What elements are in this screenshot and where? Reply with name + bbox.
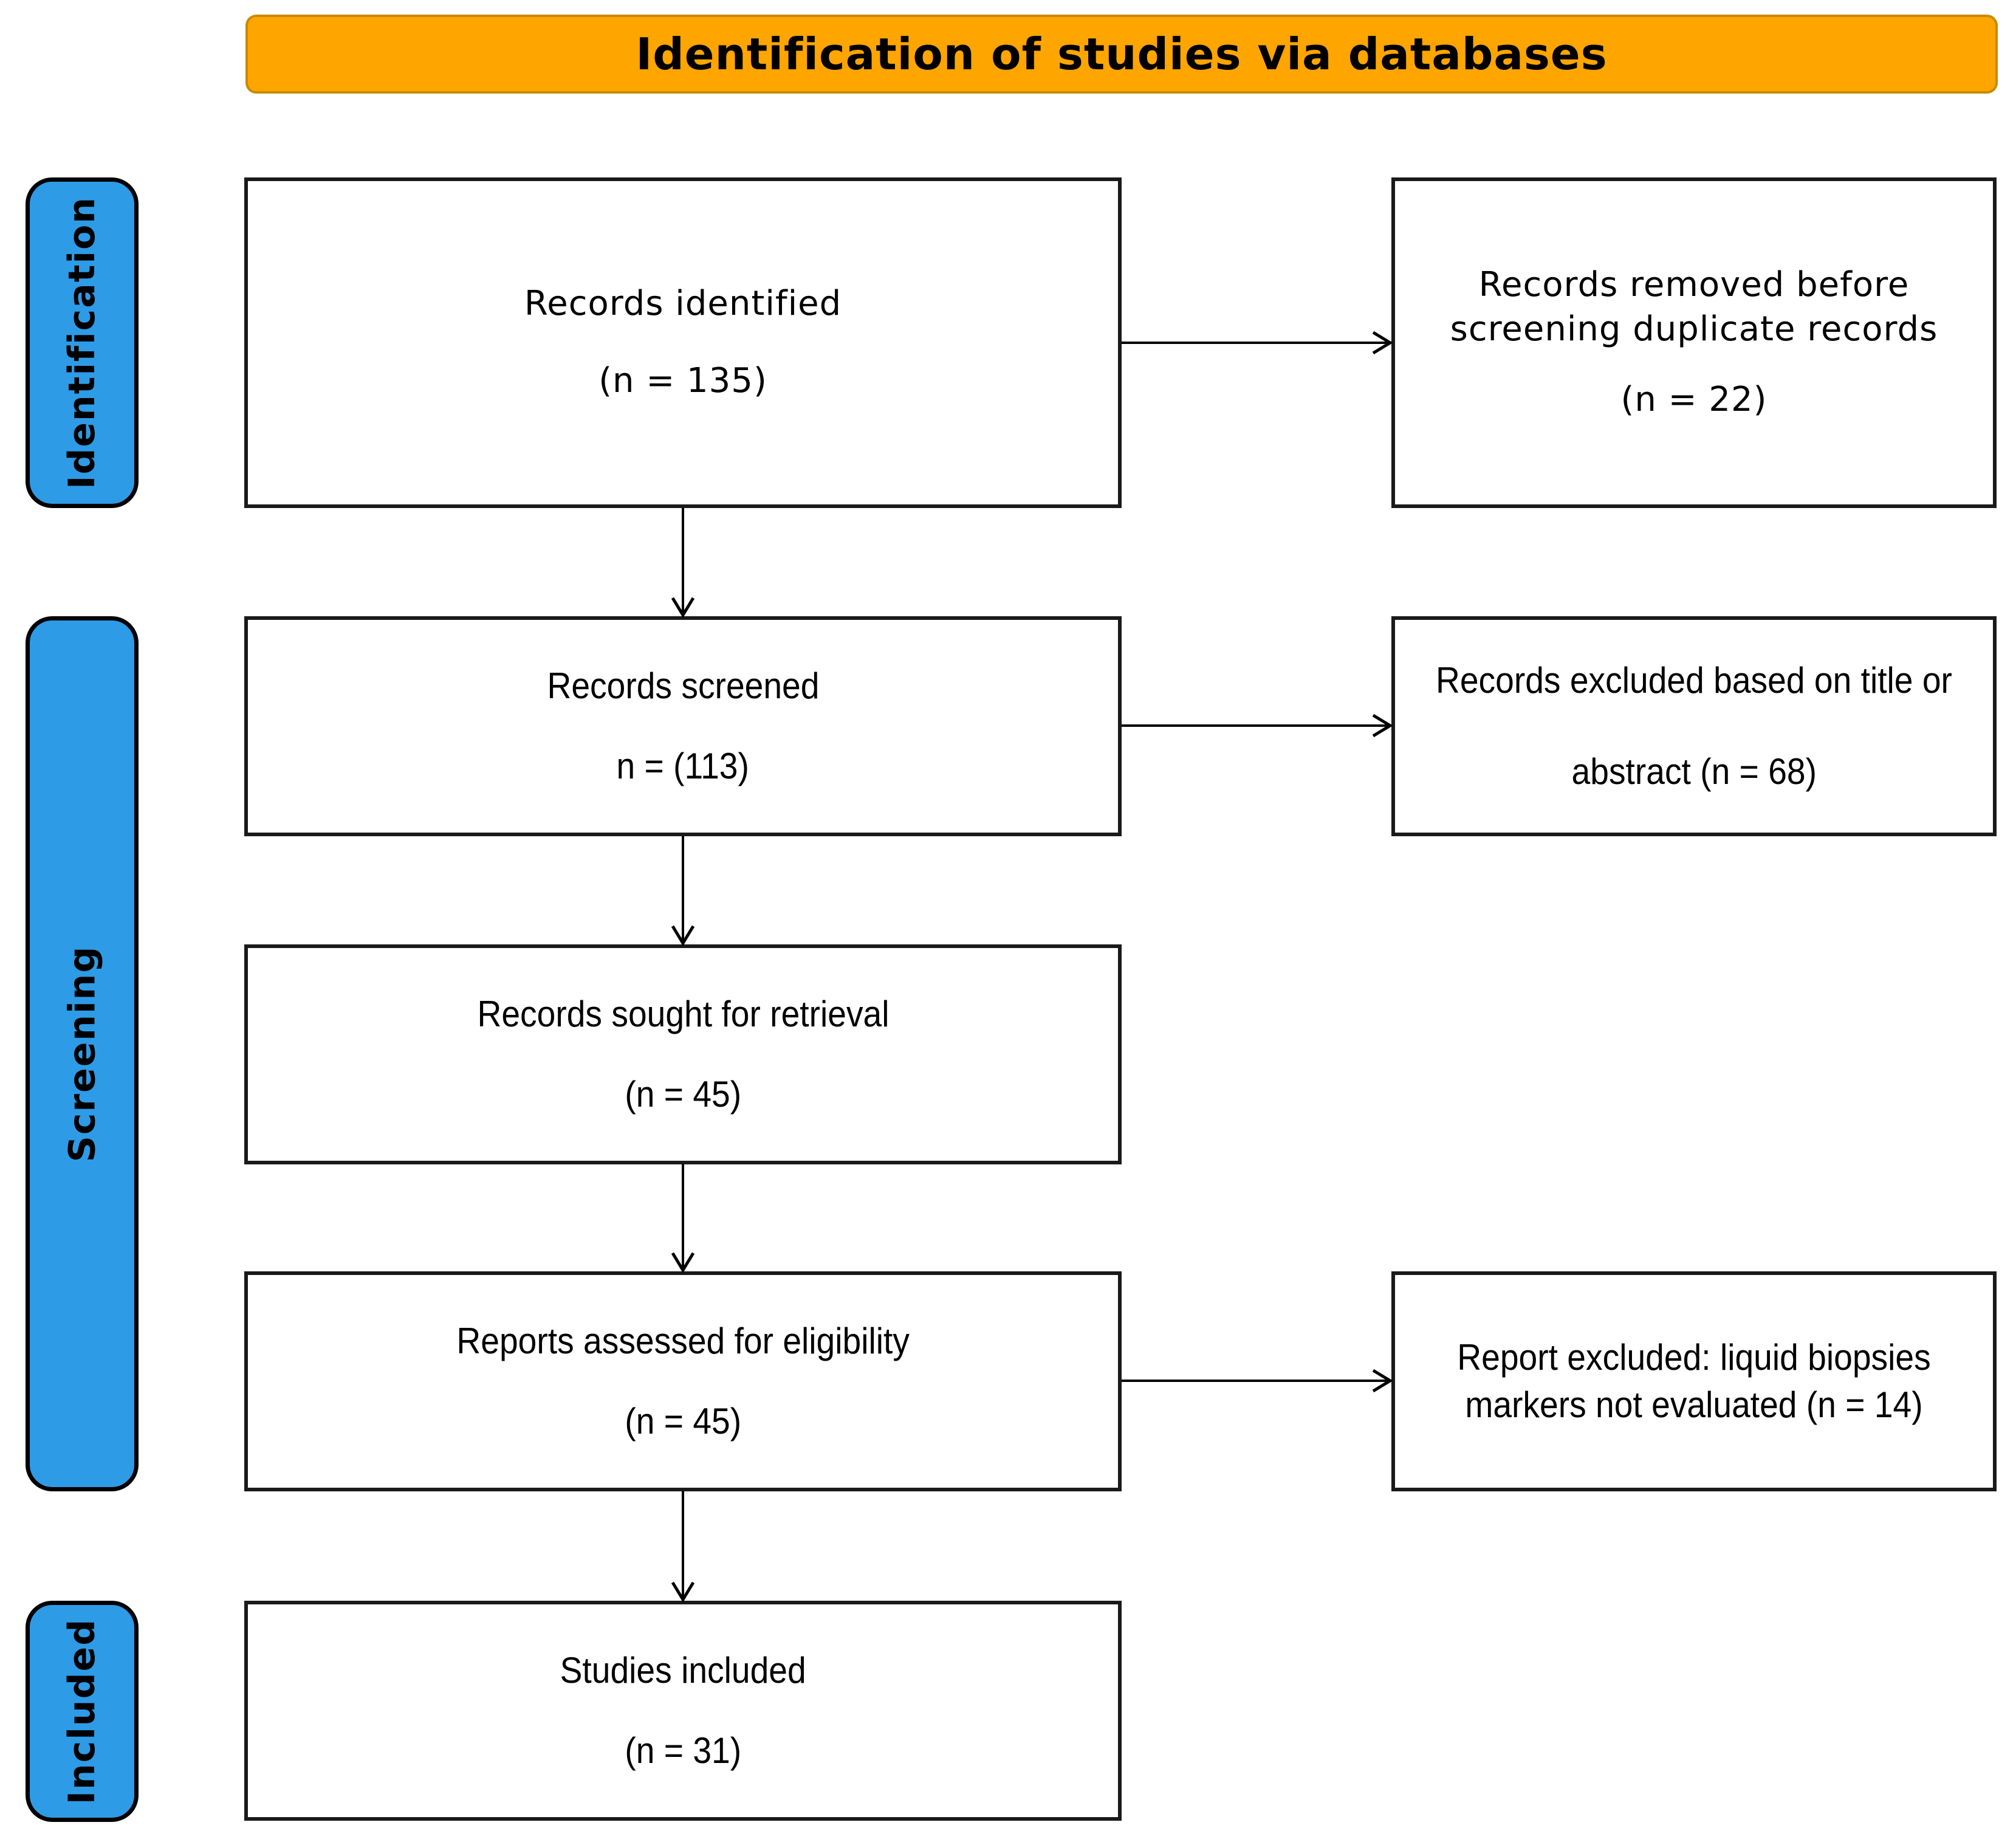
box-title: Records identified [524,284,842,324]
box-title: Studies included [560,1650,806,1691]
box-reports-assessed: Reports assessed for eligibility (n = 45… [244,1271,1122,1491]
box-count: (n = 45) [625,1074,741,1115]
phase-label-included: Included [61,1618,104,1805]
box-title: Reports assessed for eligibility [456,1321,910,1361]
box-records-removed: Records removed before screening duplica… [1391,177,1997,508]
arrow-assessed-to-excluded [1122,1369,1393,1393]
box-count: (n = 22) [1620,380,1767,420]
box-records-sought: Records sought for retrieval (n = 45) [244,944,1122,1164]
phase-screening: Screening [26,616,139,1491]
arrow-screened-to-excluded [1122,713,1393,738]
header-banner: Identification of studies via databases [245,15,1998,94]
box-count: (n = 135) [598,361,767,400]
box-count: n = (113) [616,746,750,786]
arrow-identified-to-screened [671,508,695,618]
phase-included: Included [26,1601,139,1822]
phase-identification: Identification [26,177,139,508]
box-records-identified: Records identified (n = 135) [244,177,1122,508]
box-studies-included: Studies included (n = 31) [244,1601,1122,1821]
box-report-excluded: Report excluded: liquid biopsies markers… [1391,1271,1997,1491]
box-records-excluded: Records excluded based on title or abstr… [1391,616,1997,836]
arrow-sought-to-assessed [671,1164,695,1273]
box-title: Records sought for retrieval [476,994,890,1034]
phase-label-identification: Identification [61,196,103,489]
arrow-screened-to-sought [671,836,695,946]
box-count: abstract (n = 68) [1571,751,1817,792]
box-count: (n = 31) [625,1730,741,1771]
box-count: (n = 45) [625,1401,741,1442]
box-title: Report excluded: liquid biopsies markers… [1457,1337,1931,1425]
header-title: Identification of studies via databases [636,29,1608,80]
box-records-screened: Records screened n = (113) [244,616,1122,836]
arrow-assessed-to-included [671,1491,695,1603]
box-title: Records excluded based on title or [1436,660,1952,701]
box-title: Records removed before screening duplica… [1450,264,1938,349]
phase-label-screening: Screening [61,945,104,1163]
arrow-identified-to-removed [1122,331,1393,355]
box-title: Records screened [547,665,819,706]
